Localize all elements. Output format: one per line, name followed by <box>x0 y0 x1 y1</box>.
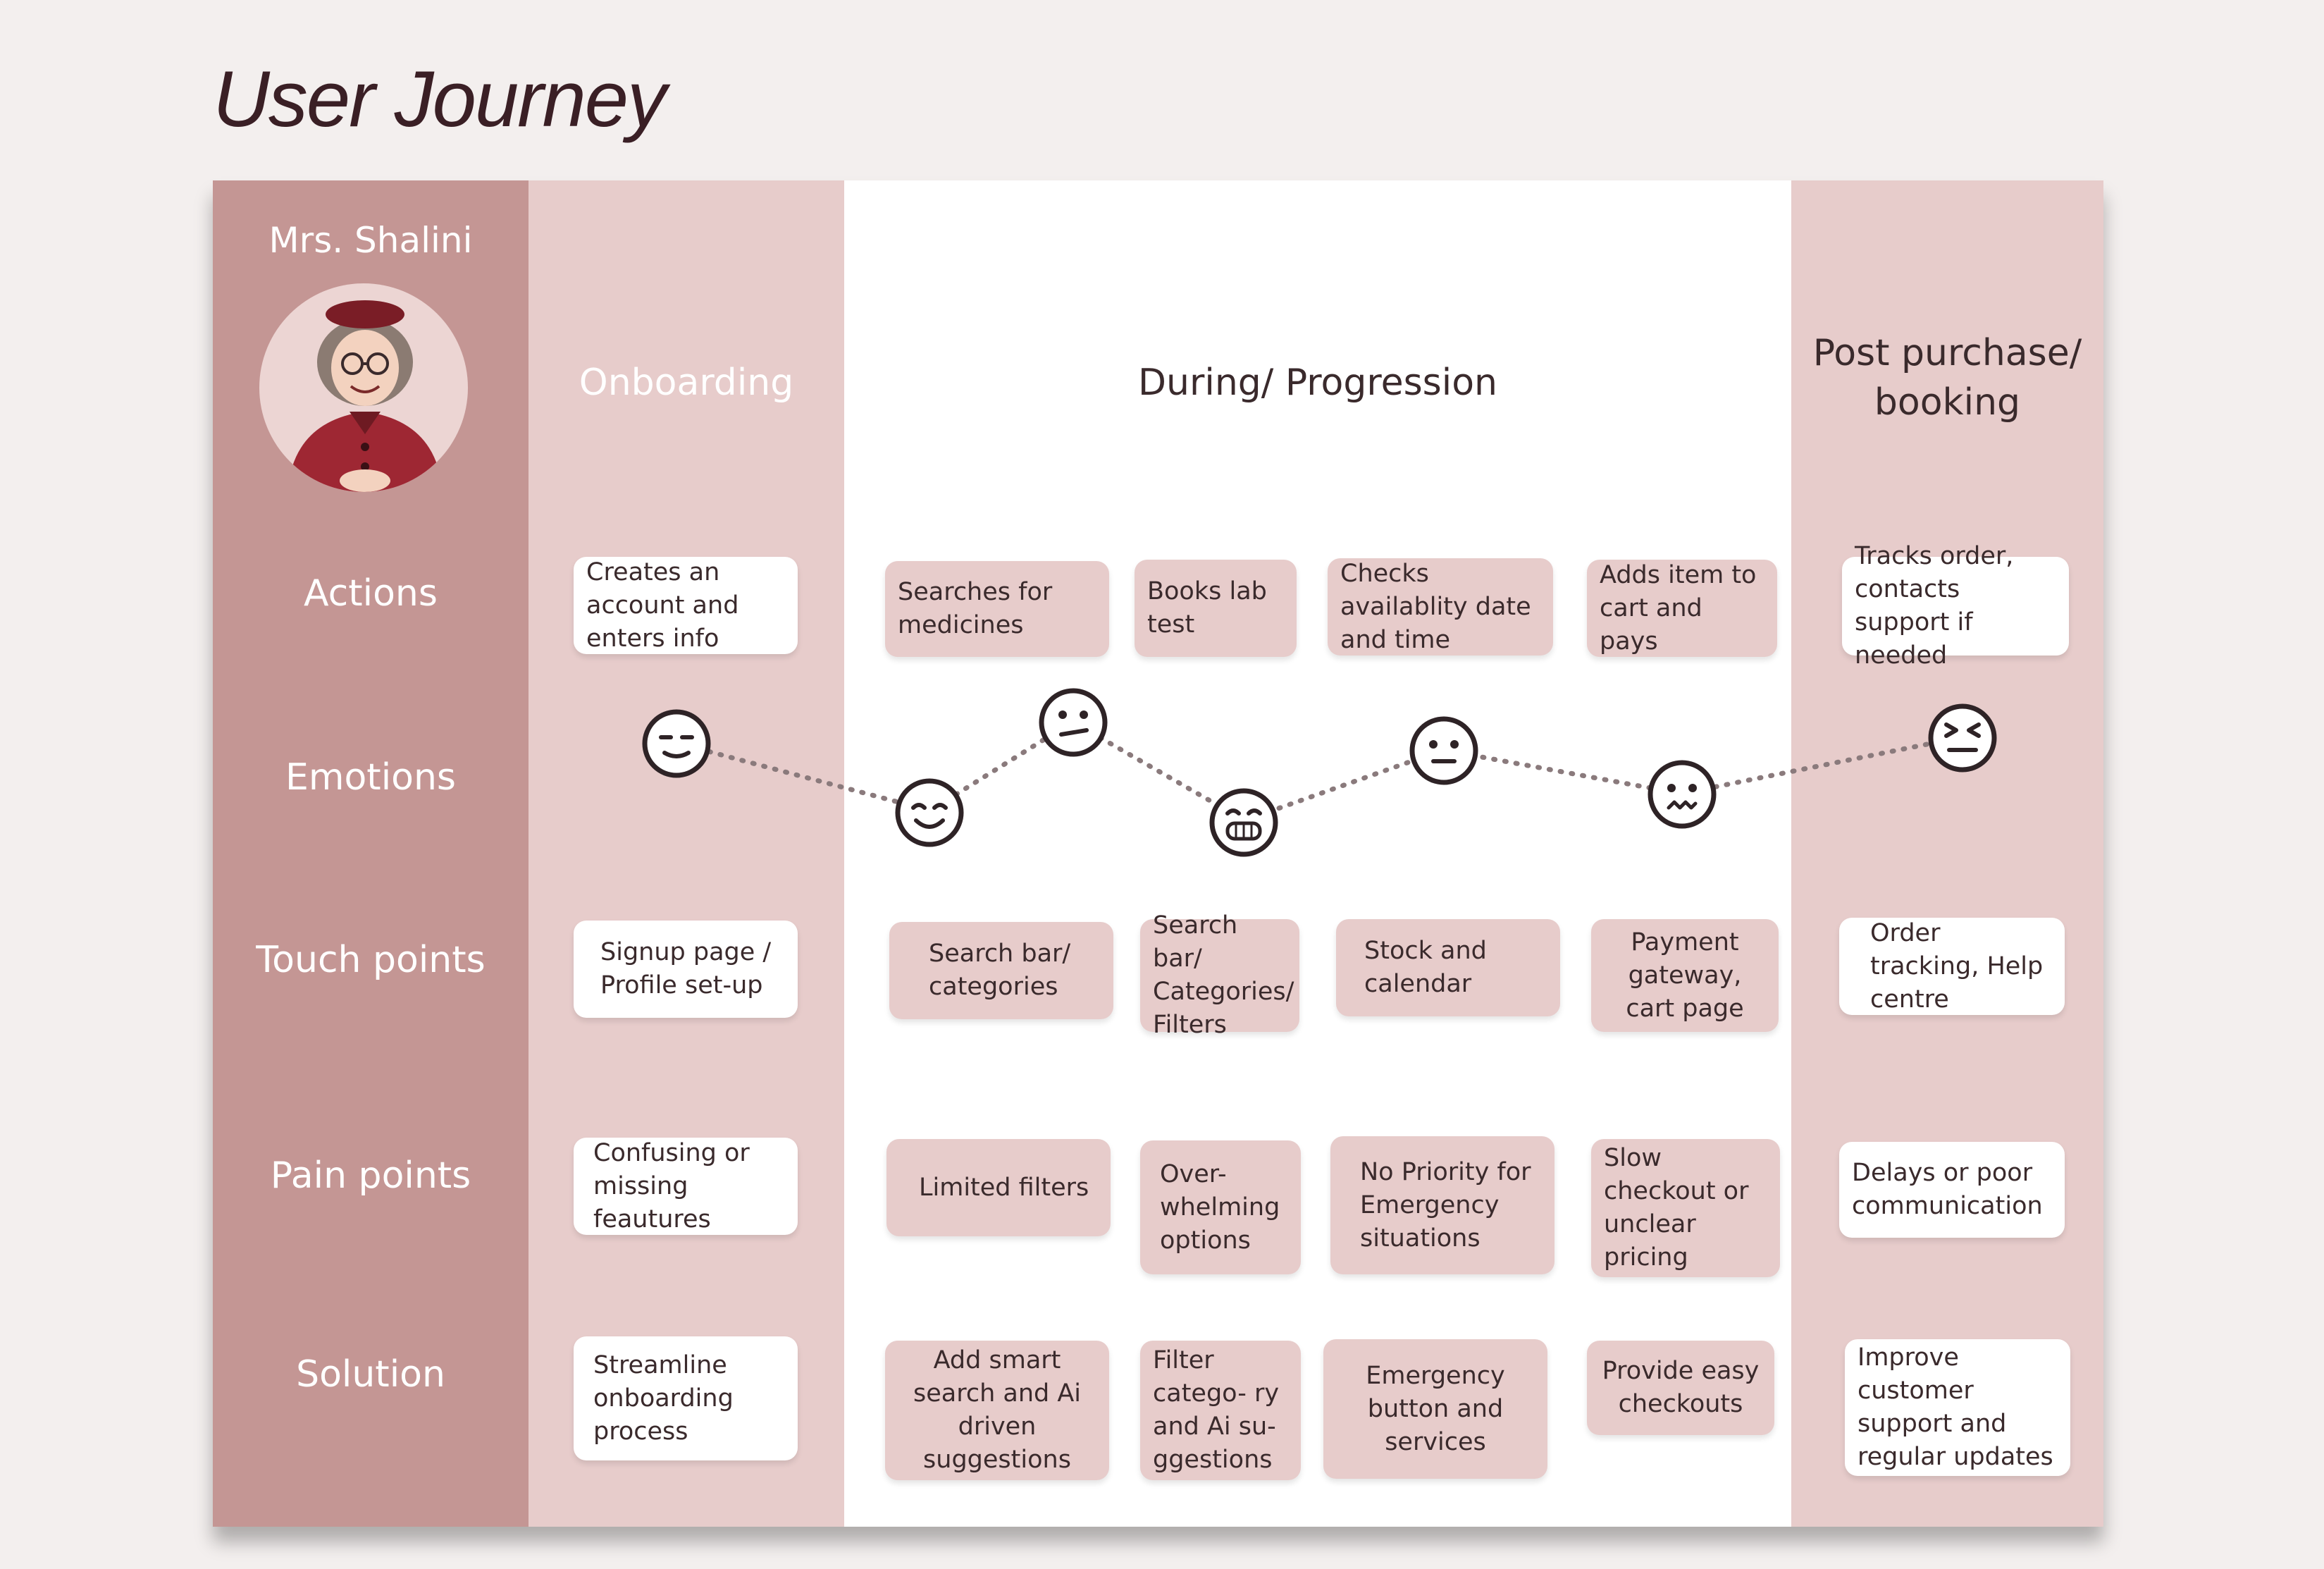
painpoint-card-delays: Delays or poor communication <box>1839 1142 2065 1238</box>
neutral-face-icon <box>1409 716 1478 785</box>
relieved-face-icon <box>895 778 964 847</box>
solution-card-filter-category: Filter catego- ry and Ai su- ggestions <box>1140 1341 1301 1480</box>
frustrated-face-icon <box>1928 703 1997 773</box>
solution-card-streamline: Streamline onboarding process <box>574 1336 798 1460</box>
worried-face-icon <box>1648 760 1717 829</box>
solution-card-customer-support: Improve customer support and regular upd… <box>1845 1339 2070 1476</box>
page-title: User Journey <box>213 55 667 143</box>
stage-post-line-1: Post purchase/ <box>1812 332 2082 374</box>
action-card-track-order: Tracks order, contacts support if needed <box>1842 542 2069 670</box>
touchpoint-card-stock-calendar: Stock and calendar <box>1336 919 1560 1016</box>
post-purchase-column <box>1791 180 2103 1527</box>
painpoint-card-confusing: Confusing or missing feautures <box>574 1138 798 1235</box>
action-card-create-account: Creates an account and enters info <box>574 557 798 654</box>
touchpoint-card-signup: Signup page / Profile set-up <box>574 921 798 1018</box>
touchpoint-card-search-filters: Search bar/ Categories/ Filters <box>1140 911 1299 1039</box>
grimacing-face-icon <box>1209 788 1278 857</box>
painpoint-card-overwhelming: Over- whelming options <box>1140 1140 1301 1274</box>
stage-post-purchase: Post purchase/ booking <box>1791 328 2103 427</box>
painpoint-card-no-priority: No Priority for Emergency situations <box>1330 1136 1555 1274</box>
row-label-touch-points: Touch points <box>256 939 486 981</box>
solution-card-smart-search: Add smart search and Ai driven suggestio… <box>885 1341 1109 1480</box>
action-card-book-lab-test: Books lab test <box>1135 560 1297 657</box>
touchpoint-card-order-tracking: Order tracking, Help centre <box>1839 918 2065 1015</box>
row-label-solution: Solution <box>296 1353 445 1396</box>
skeptical-face-icon <box>1039 688 1108 757</box>
row-label-pain-points: Pain points <box>270 1155 471 1197</box>
content-face-icon <box>642 709 711 778</box>
action-card-add-to-cart: Adds item to cart and pays <box>1587 560 1777 657</box>
touchpoint-card-payment: Payment gateway, cart page <box>1591 919 1779 1032</box>
solution-card-easy-checkout: Provide easy checkouts <box>1587 1341 1774 1435</box>
persona-avatar <box>259 283 468 492</box>
persona-name: Mrs. Shalini <box>268 220 473 261</box>
onboarding-column <box>529 180 844 1527</box>
stage-during-progression: During/ Progression <box>1138 362 1497 404</box>
action-card-check-availability: Checks availablity date and time <box>1328 558 1553 656</box>
action-card-search-medicines: Searches for medicines <box>885 561 1109 657</box>
solution-card-emergency: Emergency button and services <box>1323 1339 1547 1479</box>
row-label-emotions: Emotions <box>285 756 457 799</box>
painpoint-card-limited-filters: Limited filters <box>886 1139 1111 1236</box>
stage-post-line-2: booking <box>1874 381 2021 424</box>
row-label-actions: Actions <box>304 572 438 615</box>
painpoint-card-slow-checkout: Slow checkout or unclear pricing <box>1591 1139 1780 1277</box>
journey-board: Mrs. Shalini Actions Emotions Touc <box>213 180 2103 1527</box>
touchpoint-card-search-categories: Search bar/ categories <box>889 922 1113 1019</box>
stage-onboarding: Onboarding <box>579 362 794 404</box>
